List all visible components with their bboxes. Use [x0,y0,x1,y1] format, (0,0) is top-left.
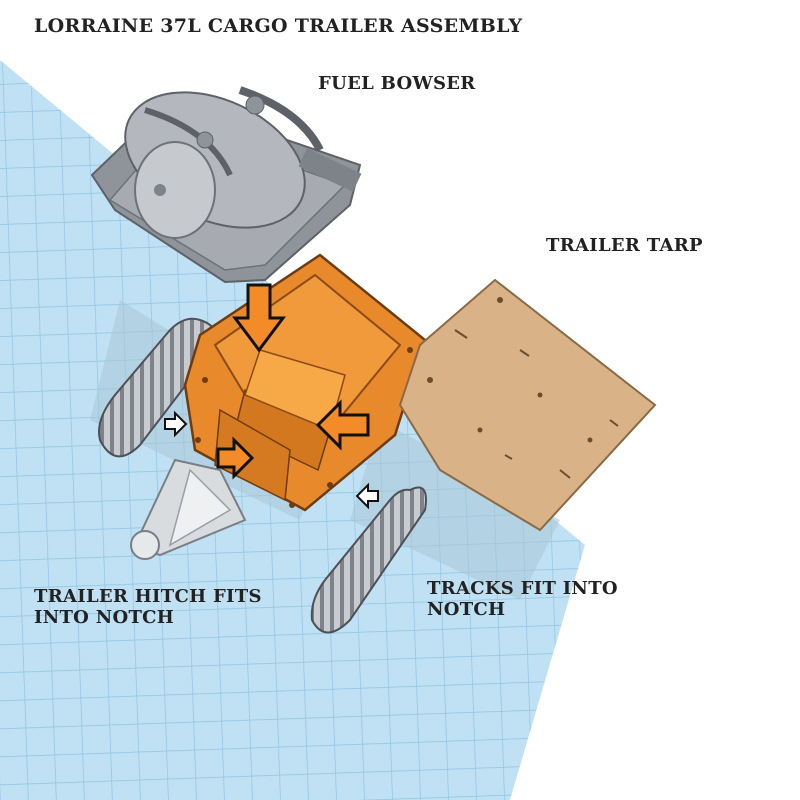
fuel-bowser-model[interactable] [90,65,362,284]
trailer-hitch-label-line1: TRAILER HITCH FITS [34,586,262,607]
arrow-icon [315,399,370,451]
right-track-model[interactable] [310,486,427,634]
fuel-bowser-label: FUEL BOWSER [318,73,476,94]
trailer-tarp-label: TRAILER TARP [546,235,703,256]
arrow-icon [216,436,255,480]
trailer-hitch-label: TRAILER HITCH FITS INTO NOTCH [34,586,262,628]
tracks-label-line1: TRACKS FIT INTO [427,578,618,599]
arrow-icon [232,283,286,353]
shadow [350,420,560,600]
arrow-icon [164,410,188,438]
tracks-label: TRACKS FIT INTO NOTCH [427,578,618,620]
arrow-icon [355,482,379,510]
trailer-tarp-model[interactable] [398,278,657,532]
page-title: LORRAINE 37L CARGO TRAILER ASSEMBLY [34,15,523,37]
trailer-hitch-label-line2: INTO NOTCH [34,606,175,628]
tracks-label-line2: NOTCH [427,598,506,620]
trailer-hitch-model[interactable] [130,458,247,560]
